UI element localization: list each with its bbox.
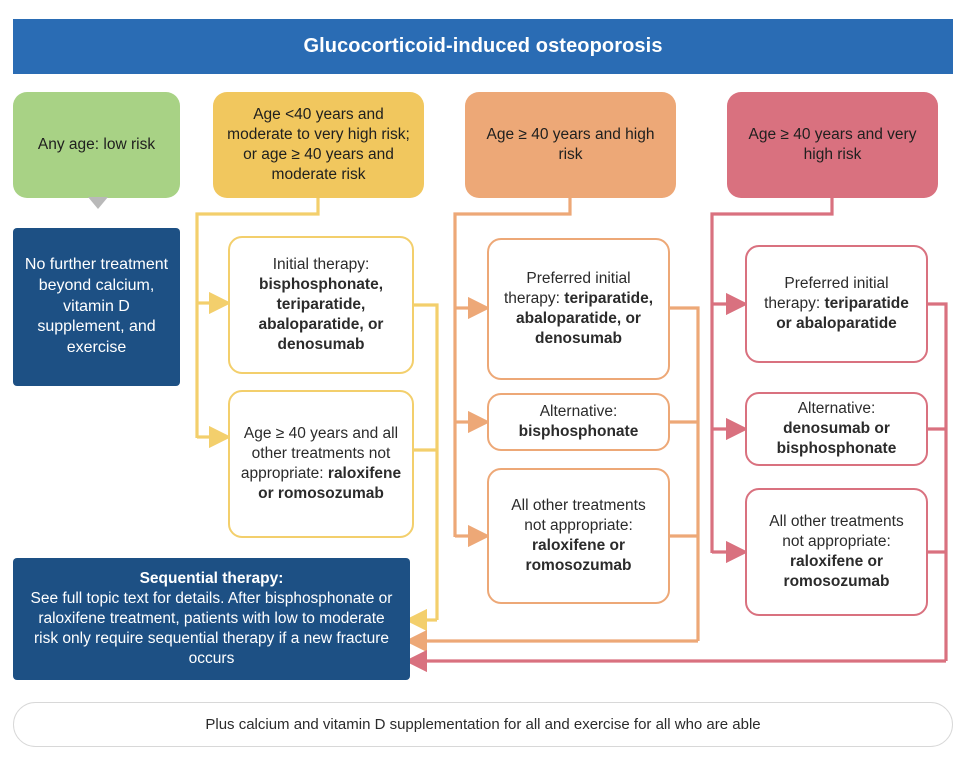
outcome-sequential-therapy[interactable]: Sequential therapy: See full topic text … xyxy=(13,558,410,680)
treatment-lead: All other treatments not appropriate: xyxy=(511,496,646,534)
category-box-low-risk[interactable]: Any age: low risk xyxy=(13,92,180,198)
treatment-box-pink-3[interactable]: All other treatments not appropriate: ra… xyxy=(745,488,928,616)
outcome-no-further-treatment[interactable]: No further treatment beyond calcium, vit… xyxy=(13,228,180,386)
treatment-box-orange-1[interactable]: Preferred initial therapy: teriparatide,… xyxy=(487,238,670,380)
sequential-therapy-body: See full topic text for details. After b… xyxy=(30,589,393,668)
treatment-drugs: raloxifene or romosozumab xyxy=(525,537,632,575)
treatment-drugs: teriparatide, abaloparatide, or denosuma… xyxy=(516,289,654,348)
category-box-over40-high-risk[interactable]: Age ≥ 40 years and high risk xyxy=(465,92,676,198)
category-box-under40-moderate-to-very-high[interactable]: Age <40 years and moderate to very high … xyxy=(213,92,424,198)
treatment-box-orange-2[interactable]: Alternative: bisphosphonate xyxy=(487,393,670,451)
treatment-box-orange-3[interactable]: All other treatments not appropriate: ra… xyxy=(487,468,670,604)
treatment-lead: Preferred initial therapy: xyxy=(764,274,889,312)
treatment-drugs: bisphosphonate, teriparatide, abaloparat… xyxy=(258,275,384,354)
treatment-drugs: teriparatide or abaloparatide xyxy=(776,294,909,333)
treatment-box-pink-1[interactable]: Preferred initial therapy: teriparatide … xyxy=(745,245,928,363)
treatment-box-yellow-1[interactable]: Initial therapy: bisphosphonate, teripar… xyxy=(228,236,414,374)
category-box-over40-very-high-risk[interactable]: Age ≥ 40 years and very high risk xyxy=(727,92,938,198)
treatment-lead: All other treatments not appropriate: xyxy=(769,512,904,550)
treatment-drugs: denosumab or bisphosphonate xyxy=(776,419,897,458)
sequential-therapy-heading: Sequential therapy: xyxy=(139,569,284,587)
treatment-drugs: bisphosphonate xyxy=(518,423,639,440)
down-arrow-icon xyxy=(88,197,108,209)
treatment-lead: Preferred initial therapy: xyxy=(503,269,631,307)
footer-note: Plus calcium and vitamin D supplementati… xyxy=(13,702,953,747)
page-title: Glucocorticoid-induced osteoporosis xyxy=(13,19,953,74)
treatment-box-yellow-2[interactable]: Age ≥ 40 years and all other treatments … xyxy=(228,390,414,538)
treatment-lead: Age ≥ 40 years and all other treatments … xyxy=(240,424,399,482)
treatment-lead: Alternative: xyxy=(539,402,618,420)
treatment-lead: Alternative: xyxy=(797,399,876,417)
treatment-lead: Initial therapy: xyxy=(272,255,370,273)
treatment-box-pink-2[interactable]: Alternative: denosumab or bisphosphonate xyxy=(745,392,928,466)
treatment-drugs: raloxifene or romosozumab xyxy=(783,553,890,591)
treatment-drugs: raloxifene or romosozumab xyxy=(258,465,402,503)
